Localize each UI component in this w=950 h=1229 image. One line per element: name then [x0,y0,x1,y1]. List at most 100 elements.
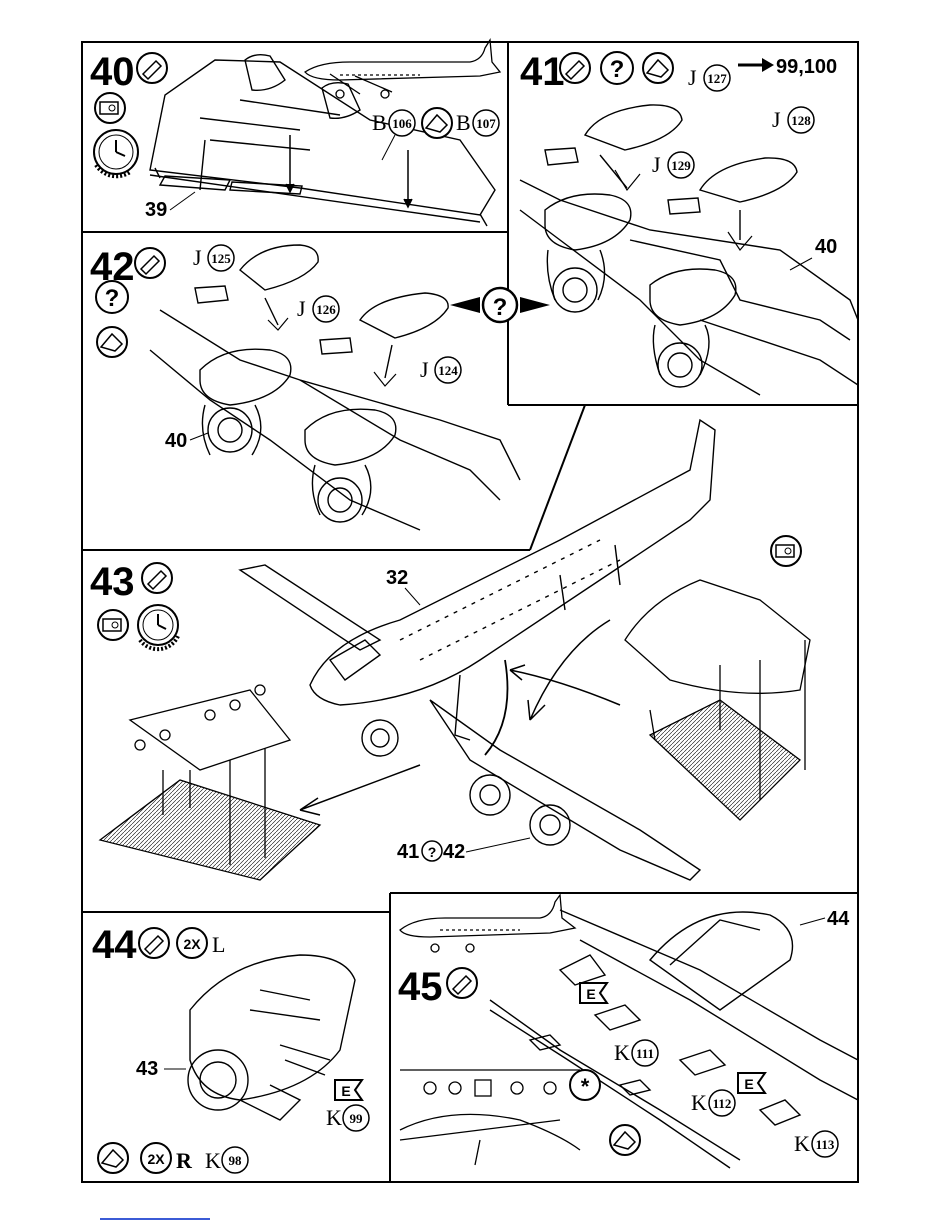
question-choice-icon: ? [96,281,128,313]
step-44-number: 44 [92,923,137,967]
part-number: 128 [791,113,811,128]
part-callout-J128: J 128 [772,107,814,133]
flag-E-marker: E [738,1073,765,1093]
part-letter: B [372,110,387,135]
part-callout-J126: J 126 [297,296,339,322]
part-letter: K [326,1105,342,1130]
multiplier-text: 2X [183,936,201,952]
aircraft-reference-silhouette [305,40,500,98]
glue-tube-icon [135,248,165,278]
optional-hand-icon [422,108,452,138]
part-callout-J124: J 124 [420,357,461,383]
optional-hand-icon [610,1125,640,1155]
question-choice-icon: ? [601,52,633,84]
next-steps-arrow: 99,100 [738,56,837,78]
clock-drying-time-icon [138,605,178,649]
part-letter: K [794,1131,810,1156]
part-number: 126 [316,302,336,317]
part-letter: K [205,1148,221,1173]
multiplier-badge-top: 2X [177,928,207,958]
part-number: 112 [713,1096,732,1111]
flag-E-marker: E [580,983,607,1003]
part-callout-K98: K 98 [205,1147,248,1173]
step-41-panel: 41 ? 99,100 J 127 J 128 J [520,50,858,395]
alternative-choice-connector: ? [450,288,550,322]
multiplier-text: 2X [147,1151,165,1167]
part-callout-K113: K 113 [794,1131,838,1157]
right-side-label: R [176,1148,193,1173]
part-number: 111 [636,1046,654,1061]
next-steps-ref: 99,100 [776,56,837,78]
part-number: 124 [438,363,458,378]
svg-text:?: ? [105,285,120,312]
part-callout-J129: J 129 [652,152,694,178]
part-number: 106 [392,116,412,131]
engine-nacelle-detail [188,955,355,1120]
glue-tube-icon [560,53,590,83]
step-43-number: 43 [90,560,135,604]
step-45-number: 45 [398,965,443,1009]
step-45-panel: 45 * [398,895,858,1168]
wing-assembly-drawing [150,55,495,226]
part-letter: J [420,357,429,382]
part-letter: J [297,296,306,321]
part-callout-B106: B 106 [372,110,415,136]
part-letter: J [772,107,781,132]
part-number: 125 [211,251,231,266]
left-side-label: L [212,932,225,957]
optional-hand-icon [97,327,127,357]
step-40-panel: 40 [90,40,500,226]
engine-cowling-drawing [520,105,858,395]
step-41-number: 41 [520,50,565,94]
ref-44: 44 [827,908,850,930]
flag-E-marker: E [335,1080,362,1100]
part-number: 113 [816,1137,835,1152]
window-clear-icon-secondary [771,536,801,566]
part-callout-K99: K 99 [326,1105,369,1131]
step-42-panel: 42 ? J 125 J 126 J 124 [90,245,550,530]
part-number: 99 [350,1111,364,1126]
ref-43: 43 [136,1058,158,1080]
part-callout-K111: K 111 [614,1040,658,1066]
part-letter: K [691,1090,707,1115]
part-letter: J [652,152,661,177]
part-letter: J [688,65,697,90]
floor-insert-right [625,580,810,820]
part-letter: J [193,245,202,270]
optional-hand-icon [643,53,673,83]
part-number: 129 [671,158,691,173]
flag-label: E [744,1076,753,1092]
optional-hand-icon [98,1143,128,1173]
gear-door-drawing [490,910,858,1168]
svg-text:?: ? [493,294,508,321]
step-44-panel: 44 2X L 43 E K 99 [92,923,369,1173]
fuselage-section-drawing [400,1070,580,1165]
window-clear-icon [98,610,128,640]
part-letter: B [456,110,471,135]
part-number: 98 [229,1153,243,1168]
aircraft-reference-silhouette [400,895,575,952]
ref-32: 32 [386,567,408,589]
ref-39: 39 [145,199,167,221]
aircraft-fuselage-drawing [240,420,715,880]
engine-nacelle-drawing [150,245,520,530]
svg-text:*: * [581,1074,590,1099]
step-43-panel: 43 [90,420,810,880]
ref-41: 41 [397,841,419,863]
ref-40: 40 [165,430,187,452]
glue-tube-icon [139,928,169,958]
flag-label: E [586,986,595,1002]
ref-40: 40 [815,236,837,258]
part-callout-J125: J 125 [193,245,234,271]
step-40-number: 40 [90,50,135,94]
part-callout-B107: B 107 [456,110,499,136]
part-number: 107 [476,116,496,131]
asterisk-icon: * [570,1070,600,1100]
svg-text:?: ? [610,56,625,83]
ref-41-or-42: 41 ? 42 [397,838,530,863]
glue-tube-icon [142,563,172,593]
part-number: 127 [707,71,727,86]
flag-label: E [341,1083,350,1099]
footer-link-rule [100,1218,210,1220]
